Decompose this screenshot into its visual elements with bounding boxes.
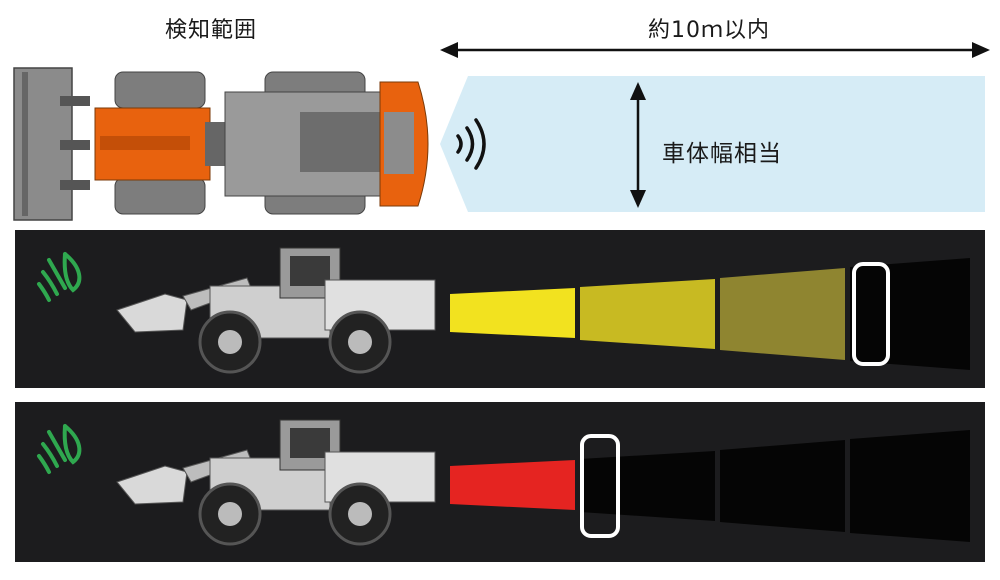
danger-state-panel [15,402,985,562]
detection-zone-1 [450,288,575,338]
detection-zone-1 [450,460,575,510]
wheel-loader-side-view [116,247,436,374]
detection-zone-2 [580,451,715,521]
detection-zone-4 [850,258,970,370]
wheel-loader-top-view [13,67,429,221]
sensor-status-icon [37,424,82,474]
top-view-diagram [13,42,990,221]
distance-arrow [440,42,990,58]
detection-zone [440,76,985,212]
vehicle-width-label: 車体幅相当 [662,141,782,167]
wheel-loader-side-view [116,419,436,546]
distance-label: 約10ｍ以内 [648,18,770,43]
detection-zone-3 [720,440,845,532]
detection-zone-4 [850,430,970,542]
warning-state-panel [15,230,985,388]
width-arrow [630,82,646,208]
danger-state-diagram [37,419,970,546]
detection-marker [580,434,620,538]
detection-marker [852,262,890,366]
sensor-status-icon [37,252,82,302]
warning-state-diagram [37,247,970,374]
detection-zone-3 [720,268,845,360]
detection-range-label: 検知範囲 [165,18,258,43]
detection-zone-2 [580,279,715,349]
radar-wave-icon [456,118,486,170]
